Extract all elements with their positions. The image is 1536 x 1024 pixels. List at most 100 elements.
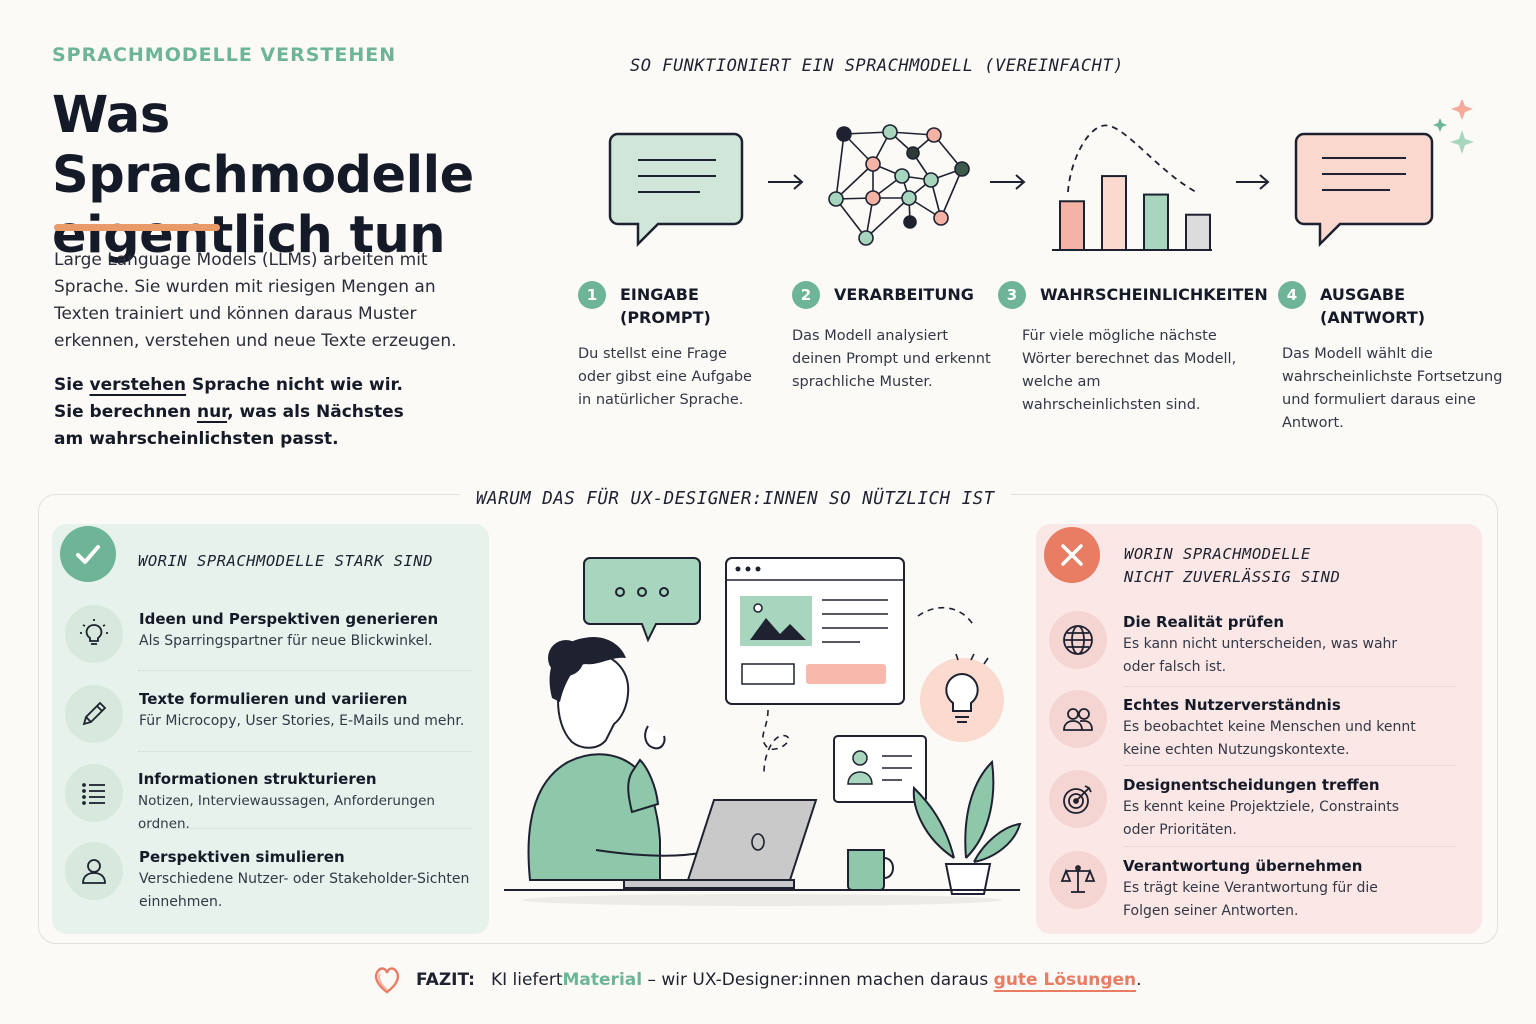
item-title: Designentscheidungen treffen	[1123, 776, 1380, 794]
step-title: WAHRSCHEINLICHKEITEN	[1040, 285, 1268, 304]
answer-bubble-icon	[1294, 132, 1434, 248]
flow-illustration	[608, 100, 1474, 251]
divider	[1124, 846, 1456, 847]
prompt-bubble-icon	[608, 132, 744, 248]
list-item: Designentscheidungen treffen Es kennt ke…	[1049, 770, 1469, 842]
laptop-icon	[623, 799, 818, 889]
check-icon	[60, 526, 116, 582]
divider	[138, 828, 472, 829]
probability-bars-icon	[1052, 124, 1212, 251]
scale-icon	[1049, 851, 1107, 909]
item-title: Informationen strukturieren	[138, 770, 377, 788]
pencil-icon	[65, 685, 123, 743]
flow-step: 3 WAHRSCHEINLICHKEITEN Für viele möglich…	[998, 281, 1268, 417]
step-title: EINGABE (PROMPT)	[620, 281, 711, 329]
divider	[138, 670, 472, 671]
key-statement-text: Sie	[54, 375, 90, 395]
item-title: Verantwortung übernehmen	[1123, 857, 1363, 875]
key-statement-underline: verstehen	[89, 375, 187, 395]
flow-step: 1 EINGABE (PROMPT) Du stellst eine Frage …	[578, 281, 808, 412]
item-title: Perspektiven simulieren	[139, 848, 345, 866]
conclusion-highlight-material: Material	[562, 970, 643, 990]
lightbulb-icon	[65, 605, 123, 663]
step-description: Du stellst eine Frage oder gibst eine Au…	[578, 346, 752, 408]
flow-step: 2 VERARBEITUNG Das Modell analysiert dei…	[792, 281, 1022, 394]
conclusion-text: .	[1136, 970, 1142, 990]
key-statement-text: Sprache nicht wie wir.	[186, 375, 403, 395]
item-title: Ideen und Perspektiven generieren	[139, 610, 439, 628]
step-number-badge: 1	[578, 281, 606, 309]
probability-bar	[1143, 193, 1169, 251]
step-title-line: (ANTWORT)	[1320, 308, 1426, 327]
heart-icon	[374, 967, 400, 994]
item-description: Es beobachtet keine Menschen und kennt k…	[1123, 719, 1416, 758]
intro-paragraph: Large Language Models (LLMs) arbeiten mi…	[54, 250, 457, 351]
list-item: Ideen und Perspektiven generieren Als Sp…	[65, 605, 485, 663]
key-statement-text: , was als Nächstes	[227, 402, 404, 422]
strengths-card: WORIN SPRACHMODELLE STARK SIND Ideen und…	[52, 524, 489, 934]
sparkle-icon	[1433, 100, 1474, 154]
chat-bubble-icon	[583, 557, 701, 643]
item-description: Als Sparringspartner für neue Blickwinke…	[139, 633, 433, 649]
step-title-line: (PROMPT)	[620, 308, 711, 327]
flow-title: SO FUNKTIONIERT EIN SPRACHMODELL (VEREIN…	[630, 56, 1124, 76]
globe-icon	[1049, 611, 1107, 669]
flow-step: 4 AUSGABE(ANTWORT) Das Modell wählt die …	[1278, 281, 1508, 435]
user-icon	[65, 842, 123, 900]
item-description: Für Microcopy, User Stories, E-Mails und…	[139, 713, 465, 729]
item-title: Echtes Nutzerverständnis	[1123, 696, 1341, 714]
conclusion-text: – wir UX-Designer:innen machen daraus	[642, 970, 994, 990]
probability-bar	[1185, 213, 1211, 251]
item-description: Es kennt keine Projektziele, Constraints…	[1123, 799, 1399, 838]
conclusion: FAZIT: KI liefert Material – wir UX-Desi…	[372, 966, 1172, 994]
conclusion-highlight-solutions: gute Lösungen	[993, 970, 1137, 990]
users-icon	[1049, 690, 1107, 748]
list-item: Perspektiven simulieren Verschiedene Nut…	[65, 842, 485, 914]
step-number-badge: 2	[792, 281, 820, 309]
close-icon	[1044, 527, 1100, 583]
step-description: Für viele mögliche nächste Wörter berech…	[1022, 328, 1237, 413]
step-title: VERARBEITUNG	[834, 285, 974, 304]
divider	[1124, 686, 1456, 687]
key-statement-underline: nur	[196, 402, 228, 422]
item-description: Verschiedene Nutzer- oder Stakeholder-Si…	[139, 871, 470, 910]
divider	[1124, 765, 1456, 766]
designer-illustration	[504, 557, 1022, 906]
step-number-badge: 3	[998, 281, 1026, 309]
profile-card-icon	[833, 735, 927, 803]
key-statement: Sie verstehen Sprache nicht wie wir. Sie…	[54, 372, 474, 453]
step-title-line: EINGABE	[620, 285, 699, 304]
step-number-badge: 4	[1278, 281, 1306, 309]
eyebrow-label: SPRACHMODELLE VERSTEHEN	[52, 44, 397, 66]
probability-bar	[1101, 175, 1127, 251]
list-item: Informationen strukturieren Notizen, Int…	[65, 764, 489, 836]
item-description: Es trägt keine Verantwortung für die Fol…	[1123, 880, 1378, 919]
step-description: Das Modell analysiert deinen Prompt und …	[792, 328, 991, 390]
item-description: Notizen, Interviewaussagen, Anforderunge…	[138, 793, 435, 832]
person-icon	[527, 636, 707, 881]
list-item: Die Realität prüfen Es kann nicht unters…	[1049, 611, 1469, 679]
why-section-title: WARUM DAS FÜR UX-DESIGNER:INNEN SO NÜTZL…	[460, 489, 1011, 509]
key-statement-text: am wahrscheinlichsten passt.	[54, 429, 339, 449]
target-icon	[1049, 770, 1107, 828]
step-description: Das Modell wählt die wahrscheinlichste F…	[1282, 346, 1503, 431]
arrow-right-icon	[1236, 174, 1270, 190]
arrow-right-icon	[990, 174, 1026, 190]
page-title-line2: eigentlich tun	[52, 206, 446, 265]
conclusion-label: FAZIT:	[416, 970, 475, 990]
network-icon	[828, 124, 970, 246]
key-statement-text: Sie berechnen	[54, 402, 197, 422]
step-title: AUSGABE(ANTWORT)	[1320, 281, 1425, 329]
strengths-title: WORIN SPRACHMODELLE STARK SIND	[138, 552, 433, 570]
page-title: Was Sprachmodelle eigentlich tun	[52, 86, 572, 266]
title-underline	[54, 224, 220, 231]
list-icon	[65, 764, 123, 822]
item-title: Texte formulieren und variieren	[139, 690, 408, 708]
lightbulb-icon	[920, 653, 1004, 742]
list-item: Echtes Nutzerverständnis Es beobachtet k…	[1049, 690, 1469, 762]
probability-bar	[1059, 200, 1085, 251]
arrow-right-icon	[768, 174, 804, 190]
browser-window-icon	[725, 557, 905, 705]
